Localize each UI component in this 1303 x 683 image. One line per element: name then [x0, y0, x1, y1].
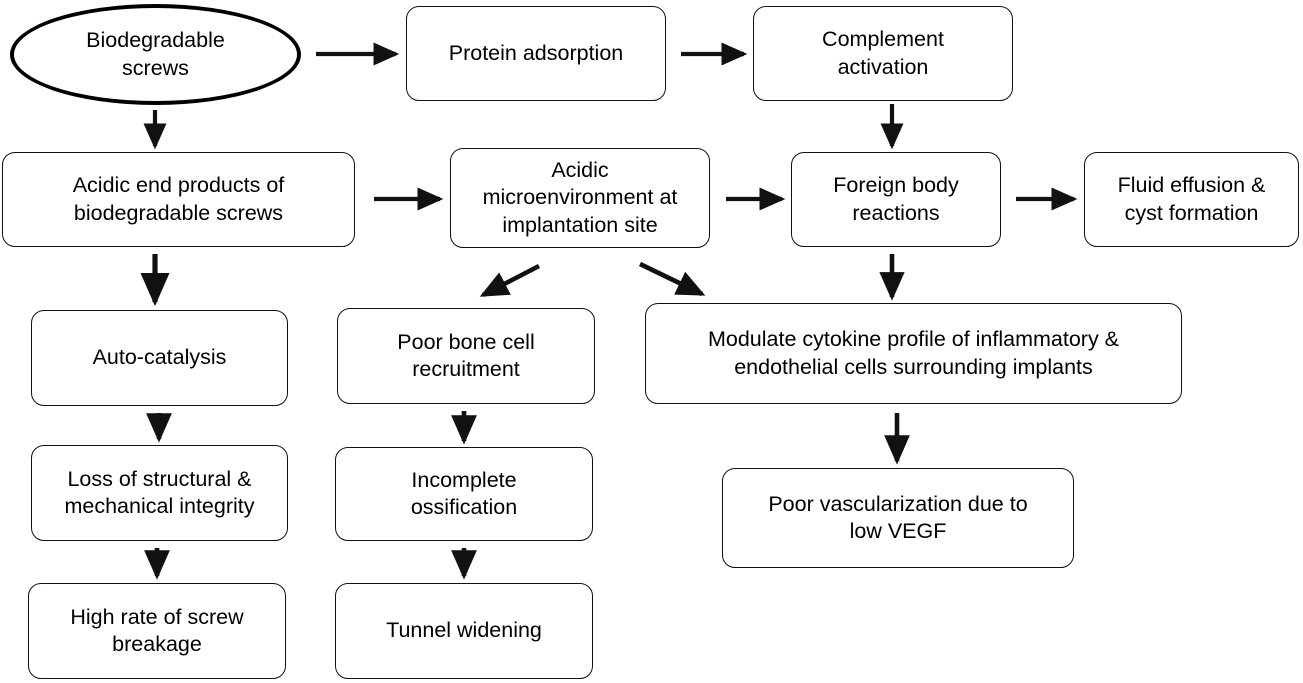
node-complement-activation[interactable]: Complement activation — [753, 6, 1013, 101]
node-acidic-microenvironment[interactable]: Acidic microenvironment at implantation … — [450, 148, 710, 248]
node-loss-of-integrity[interactable]: Loss of structural & mechanical integrit… — [31, 445, 288, 541]
edge-micro-to-poor-bone — [479, 263, 541, 298]
node-foreign-body-reactions[interactable]: Foreign body reactions — [791, 152, 1001, 247]
node-poor-vascularization[interactable]: Poor vascularization due to low VEGF — [722, 468, 1074, 568]
node-fluid-effusion[interactable]: Fluid effusion & cyst formation — [1084, 152, 1299, 247]
node-protein-adsorption[interactable]: Protein adsorption — [406, 6, 666, 101]
node-modulate-cytokine-profile[interactable]: Modulate cytokine profile of inflammator… — [645, 303, 1182, 404]
node-auto-catalysis[interactable]: Auto-catalysis — [31, 310, 288, 406]
node-biodegradable-screws[interactable]: Biodegradable screws — [10, 4, 301, 105]
node-high-rate-screw-breakage[interactable]: High rate of screw breakage — [28, 583, 286, 679]
node-incomplete-ossification[interactable]: Incomplete ossification — [335, 447, 593, 541]
node-acidic-end-products[interactable]: Acidic end products of biodegradable scr… — [2, 152, 355, 247]
node-poor-bone-cell-recruitment[interactable]: Poor bone cell recruitment — [337, 308, 595, 404]
node-tunnel-widening[interactable]: Tunnel widening — [335, 583, 593, 679]
edge-micro-to-modulate — [638, 261, 706, 297]
